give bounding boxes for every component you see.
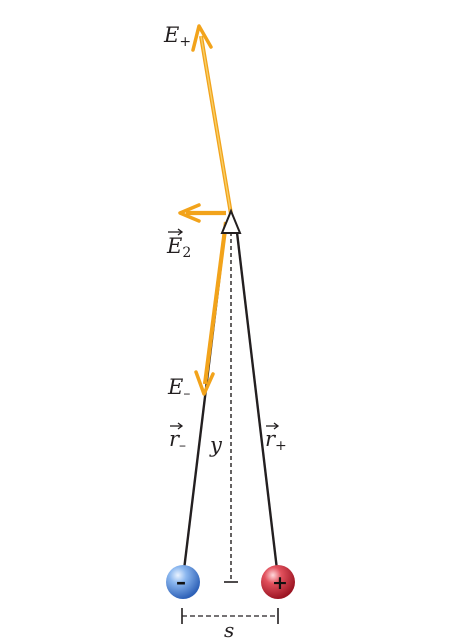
negative-charge: –: [166, 565, 200, 599]
e-minus-arrow: [194, 221, 229, 396]
label-y: y: [209, 433, 223, 457]
label-r-plus: r+: [265, 422, 287, 454]
svg-text:E2: E2: [166, 234, 191, 261]
label-e2-sub: 2: [182, 245, 191, 261]
negative-charge-symbol: –: [176, 570, 186, 594]
label-r-minus-sub: –: [179, 438, 186, 454]
label-e-minus-letter: E: [167, 375, 183, 399]
label-e-minus-sub: –: [183, 386, 190, 402]
label-e2-letter: E: [166, 234, 182, 258]
e2-arrow: [178, 203, 226, 223]
r-plus-vector: [234, 223, 280, 579]
label-r-plus-letter: r: [265, 427, 277, 451]
label-e-plus-sub: +: [179, 34, 191, 50]
label-e-minus: E–: [167, 375, 190, 402]
e-plus-arrow: [191, 24, 233, 215]
label-r-minus: r–: [169, 422, 186, 454]
label-e2: E2: [166, 228, 191, 261]
observation-point-marker: [220, 208, 242, 234]
positive-charge-symbol: +: [272, 572, 288, 594]
label-r-minus-letter: r: [169, 427, 181, 451]
label-r-plus-sub: +: [275, 438, 287, 454]
svg-text:r–: r–: [169, 427, 186, 454]
label-e-plus: E+: [163, 23, 191, 50]
label-e-plus-letter: E: [163, 23, 179, 47]
positive-charge: +: [261, 565, 295, 599]
s-separation-dimension: [181, 608, 279, 624]
label-s: s: [224, 618, 234, 642]
svg-text:r+: r+: [265, 427, 287, 454]
